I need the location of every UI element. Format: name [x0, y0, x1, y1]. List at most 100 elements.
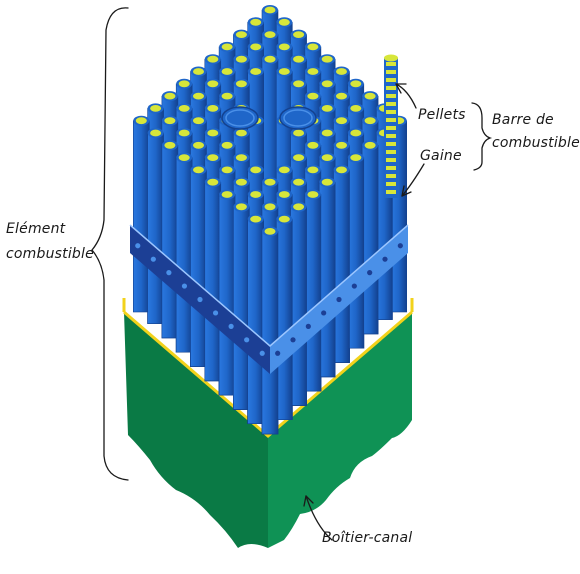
label-pellets: Pellets	[418, 107, 466, 123]
fuel-pellet-top	[293, 55, 305, 63]
fuel-pellet-top	[221, 166, 233, 174]
fuel-pellet-top	[221, 68, 233, 75]
spacer-grid	[129, 224, 409, 374]
fuel-pellet-top	[235, 55, 247, 63]
fuel-pellet-top	[350, 129, 362, 137]
fuel-pellet-top	[278, 18, 290, 26]
fuel-pellet-top	[278, 43, 290, 51]
fuel-pellet-top	[364, 92, 376, 100]
fuel-rod	[204, 181, 222, 382]
water-channel-rim	[283, 109, 313, 127]
annotations	[91, 7, 493, 541]
fuel-pellet-top	[193, 92, 204, 100]
single-rod-top	[384, 54, 398, 62]
pellets-arrow	[395, 83, 417, 109]
pellet	[386, 102, 396, 106]
fuel-pellet-top	[193, 117, 204, 125]
pellet	[386, 182, 396, 186]
fuel-pellet-top	[321, 55, 333, 63]
fuel-rod	[218, 194, 236, 396]
spacer-dimple	[351, 283, 357, 289]
fuel-pellet-top	[164, 141, 176, 149]
spacer-dimple	[321, 310, 327, 316]
element-brace	[91, 7, 129, 481]
channel-box	[122, 298, 414, 548]
pellet	[386, 78, 396, 82]
pellet	[386, 94, 396, 98]
spacer-dimple	[259, 350, 265, 356]
label-gaine: Gaine	[420, 148, 462, 164]
spacer-dimple	[290, 337, 296, 343]
spacer-grid-dimples	[135, 243, 403, 356]
label-barre-line1: Barre de	[492, 112, 554, 128]
fuel-pellet-top	[293, 178, 305, 186]
spacer-dimple	[181, 283, 188, 289]
spacer-dimple	[212, 310, 219, 316]
spacer-dimple	[135, 243, 141, 249]
fuel-pellet-top	[307, 191, 319, 198]
channel-box-right-face	[268, 312, 412, 548]
fuel-pellet-top	[207, 55, 219, 63]
pellet	[386, 174, 396, 178]
fuel-pellet-top	[207, 105, 219, 112]
barre-brace	[471, 102, 493, 171]
fuel-pellet-top	[264, 228, 276, 235]
fuel-rod	[333, 169, 350, 363]
fuel-pellet-top	[250, 43, 262, 51]
spacer-dimple	[197, 296, 203, 303]
fuel-pellet-top	[278, 215, 290, 223]
fuel-pellet-top	[250, 68, 262, 75]
pellet	[386, 126, 396, 130]
fuel-pellet-top	[336, 92, 347, 100]
fuel-pellet-top	[293, 203, 305, 211]
fuel-pellet-top	[164, 117, 176, 125]
fuel-pellet-top	[235, 203, 247, 211]
pellet	[386, 86, 396, 90]
fuel-pellet-top	[278, 191, 290, 198]
spacer-dimple	[275, 350, 281, 356]
pellet	[386, 158, 396, 162]
fuel-pellet-top	[364, 141, 376, 149]
fuel-pellet-top	[235, 80, 247, 88]
fuel-pellet-top	[235, 129, 247, 137]
fuel-pellet-top	[307, 166, 319, 174]
fuel-pellet-top	[321, 178, 333, 186]
spacer-dimple	[367, 270, 373, 276]
fuel-pellet-top	[293, 31, 305, 38]
pellet	[386, 70, 396, 74]
label-boitier: Boîtier-canal	[322, 530, 412, 546]
fuel-pellet-top	[321, 154, 333, 162]
fuel-pellet-top	[193, 166, 204, 174]
fuel-rod	[290, 206, 307, 406]
fuel-rod	[247, 218, 264, 425]
spacer-dimple	[382, 256, 388, 262]
fuel-pellet-top	[264, 203, 276, 211]
fuel-rod	[175, 157, 193, 353]
fuel-pellet-top	[336, 166, 347, 174]
fuel-pellet-top	[307, 141, 319, 149]
pellet	[386, 142, 396, 146]
fuel-pellet-top	[336, 68, 347, 75]
fuel-pellet-top	[293, 154, 305, 162]
fuel-rod	[261, 231, 279, 435]
fuel-rod	[304, 194, 322, 392]
fuel-pellet-top	[307, 92, 319, 100]
fuel-pellet-top	[221, 141, 233, 149]
fuel-pellet-top	[264, 31, 276, 38]
fuel-rod	[190, 169, 207, 367]
fuel-pellet-top	[207, 178, 219, 186]
fuel-pellet-top	[293, 129, 305, 137]
fuel-pellet-top	[135, 117, 147, 125]
fuel-pellet-top	[193, 68, 204, 75]
fuel-pellet-top	[321, 80, 333, 88]
fuel-rod	[133, 120, 150, 313]
fuel-pellet-top	[250, 166, 262, 174]
fuel-rod	[318, 181, 336, 378]
fuel-rod	[361, 145, 379, 335]
fuel-pellet-top	[150, 129, 162, 137]
channel-box-top-edge	[123, 310, 413, 438]
fuel-pellet-top	[221, 92, 233, 100]
fuel-pellet-top	[336, 117, 347, 125]
fuel-pellet-top	[193, 141, 204, 149]
